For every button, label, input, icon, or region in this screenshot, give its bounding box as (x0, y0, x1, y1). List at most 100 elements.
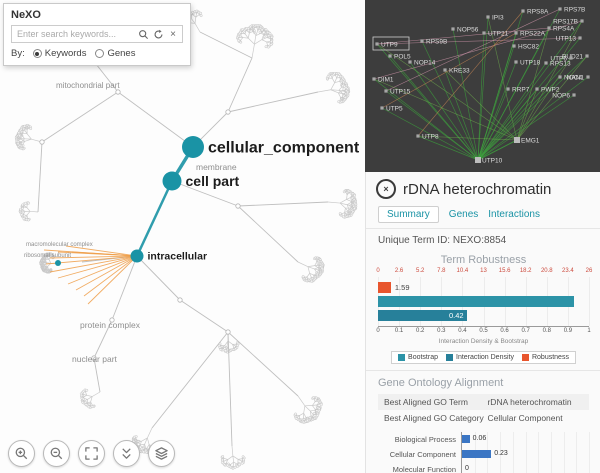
network-node-UTP13[interactable] (578, 36, 582, 40)
axis-tick: 7.8 (437, 268, 446, 274)
axis-tick: 2.6 (394, 268, 404, 274)
network-node-NOC4[interactable] (558, 75, 562, 79)
layers-button[interactable] (148, 440, 175, 467)
axis-tick: 0.5 (479, 328, 488, 334)
tab-genes[interactable]: Genes (448, 209, 479, 220)
gridline (474, 432, 476, 447)
network-node-RPS13[interactable] (544, 61, 548, 65)
network-node-RPS4A[interactable] (547, 26, 551, 30)
network-node-label: RPS4A (553, 26, 575, 33)
gridline (512, 447, 514, 462)
gridline (576, 432, 578, 447)
term-title: rDNA heterochromatin (403, 180, 552, 198)
bar-value-label: 0.42 (449, 311, 464, 320)
axis-tick: 0.3 (437, 328, 446, 334)
go-table-key: Best Aligned GO Category (384, 413, 484, 423)
tab-summary[interactable]: Summary (378, 206, 439, 223)
search-input[interactable] (15, 28, 134, 40)
network-node-UTP9[interactable] (375, 42, 379, 46)
network-node-UTP6[interactable] (569, 56, 573, 60)
go-table-value: Cellular Component (487, 413, 563, 423)
search-icon[interactable] (137, 28, 149, 40)
network-node-RRP7[interactable] (506, 87, 510, 91)
network-node-KRE33[interactable] (443, 68, 447, 72)
radio-dot[interactable] (32, 49, 42, 58)
gridline (500, 462, 502, 473)
go-chart-value: 0.06 (472, 435, 487, 442)
legend-label: Interaction Density (456, 354, 514, 361)
network-node-IPI3[interactable] (486, 15, 490, 19)
network-node-label: NOP6 (552, 93, 570, 100)
axis-tick: 0 (376, 328, 380, 334)
network-node-BUD21[interactable] (585, 54, 589, 58)
network-node-label: UTP21 (488, 31, 509, 38)
clear-icon[interactable]: × (170, 28, 176, 40)
network-node-EMG1[interactable] (514, 137, 520, 143)
bar-row-bootstrap (378, 296, 589, 307)
tree-node-cell-part[interactable] (162, 171, 182, 191)
close-details-icon[interactable]: × (376, 179, 396, 199)
network-node-HSC82[interactable] (512, 44, 516, 48)
network-node-UTP15[interactable] (384, 89, 388, 93)
network-node-UTP21[interactable] (482, 31, 486, 35)
radio-dot[interactable] (95, 49, 105, 58)
network-node-NAN1[interactable] (586, 75, 590, 79)
tab-interactions[interactable]: Interactions (488, 209, 540, 220)
network-node-label: HSC82 (518, 44, 539, 51)
tree-node-intracellular[interactable] (130, 249, 144, 263)
network-node-NOP14[interactable] (408, 60, 412, 64)
network-node-PWP2[interactable] (535, 87, 539, 91)
axis-tick: 20.8 (540, 268, 553, 274)
gridline (550, 432, 552, 447)
network-node-NOP6[interactable] (572, 93, 576, 97)
radio-keywords[interactable]: Keywords (32, 48, 87, 59)
legend-swatch (398, 354, 406, 361)
divider (366, 370, 600, 371)
network-node-UTP10[interactable] (475, 157, 481, 163)
network-node-RPS9B[interactable] (420, 39, 424, 43)
network-node-RPS7B[interactable] (558, 7, 562, 11)
network-node-RPS22A[interactable] (514, 31, 518, 35)
go-chart-bar-area: 0.06 (461, 432, 590, 447)
radio-genes[interactable]: Genes (95, 48, 135, 59)
network-node-RPS17B[interactable] (580, 19, 584, 23)
details-header: × rDNA heterochromatin (366, 172, 600, 202)
fit-to-window-button[interactable] (78, 440, 105, 467)
network-node-label: KRE33 (449, 68, 470, 75)
network-node-DIM1[interactable] (372, 77, 376, 81)
axis-tick: 18.2 (519, 268, 532, 274)
zoom-out-button[interactable] (43, 440, 70, 467)
tree-node-cellular_component[interactable] (182, 136, 204, 158)
network-node-POL5[interactable] (388, 54, 392, 58)
map-controls (8, 440, 175, 467)
network-node-UTP8[interactable] (416, 134, 420, 138)
axis-tick: 0.1 (394, 328, 404, 334)
network-node-UTP18[interactable] (514, 60, 518, 64)
axis-tick: 5.2 (416, 268, 425, 274)
network-node-label: POL5 (394, 54, 411, 61)
axis-tick: 0.9 (563, 328, 573, 334)
zoom-in-button[interactable] (8, 440, 35, 467)
legend-swatch (521, 354, 529, 361)
network-node-label: UTP15 (390, 89, 411, 96)
network-node-NOP56[interactable] (451, 27, 455, 31)
bar-value-label: 1.59 (394, 283, 410, 292)
network-node-RPS8A[interactable] (521, 9, 525, 13)
gridline (563, 447, 565, 462)
collapse-all-button[interactable] (113, 440, 140, 467)
tree-node-label: cellular_component (208, 140, 360, 157)
legend-item: Robustness (521, 354, 569, 361)
axis-tick: 0.2 (416, 328, 425, 334)
reset-icon[interactable] (152, 28, 164, 40)
axis-tick: 0.8 (542, 328, 551, 334)
network-node-UTP5[interactable] (380, 106, 384, 110)
radio-label: Keywords (44, 48, 87, 59)
gridline (563, 462, 565, 473)
